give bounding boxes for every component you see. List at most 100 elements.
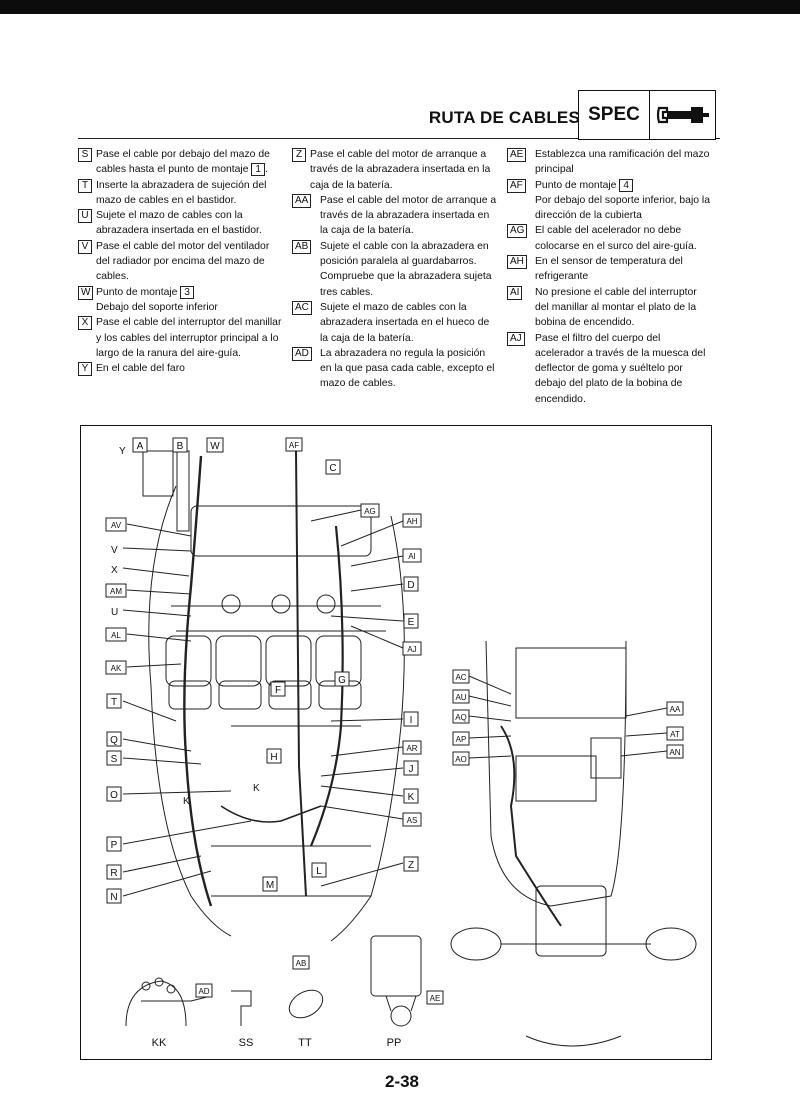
label-ap: AP bbox=[456, 735, 467, 744]
label-ak: AK bbox=[111, 664, 122, 673]
label-au: AU bbox=[455, 693, 466, 702]
label-k: K bbox=[408, 792, 415, 803]
rear-frame-outline bbox=[485, 640, 627, 907]
label-aq: AQ bbox=[455, 713, 467, 722]
battery-box bbox=[515, 647, 627, 719]
page-title: RUTA DE CABLES bbox=[428, 108, 580, 127]
mount-point-number: 4 bbox=[619, 178, 633, 192]
top-black-bar bbox=[0, 0, 800, 14]
label-l: L bbox=[316, 866, 322, 877]
note-text: Inserte la abrazadera de sujeción del ma… bbox=[96, 179, 267, 206]
notes-column-2: Z Pase el cable del motor de arranque a … bbox=[292, 147, 499, 392]
rear-right-labels: AA AT AN bbox=[666, 701, 684, 759]
tail-bottom bbox=[525, 1035, 622, 1047]
label-t: T bbox=[111, 697, 117, 708]
note-z: Z Pase el cable del motor de arranque a … bbox=[292, 147, 499, 193]
label-af: AF bbox=[289, 441, 299, 450]
throttle-lower-3 bbox=[268, 680, 312, 710]
label-m: M bbox=[266, 880, 274, 891]
note-text: Pase el filtro del cuerpo del acelerador… bbox=[535, 332, 706, 405]
mount-point-number: 3 bbox=[180, 285, 194, 299]
note-text: Sujete el mazo de cables con la abrazade… bbox=[320, 301, 490, 344]
top-labels: Y A B W AF C bbox=[119, 437, 341, 475]
throttle-body-3 bbox=[265, 635, 312, 687]
harness-right bbox=[309, 525, 344, 847]
label-an: AN bbox=[669, 748, 680, 757]
injector-2 bbox=[271, 594, 291, 614]
harness-center bbox=[295, 450, 307, 897]
note-text: Sujete el cable con la abrazadera en pos… bbox=[320, 240, 492, 298]
notes-column-1: S Pase el cable por debajo del mazo de c… bbox=[78, 147, 283, 377]
caption-ss: SS bbox=[239, 1037, 254, 1049]
caption-kk: KK bbox=[152, 1037, 167, 1049]
bracket bbox=[176, 450, 190, 532]
throttle-body-2 bbox=[215, 635, 262, 687]
label-aj: AJ bbox=[407, 645, 416, 654]
label-p: P bbox=[111, 840, 118, 851]
mount-point-number: 1 bbox=[251, 163, 265, 177]
note-v: V Pase el cable del motor del ventilador… bbox=[78, 239, 283, 285]
note-ae: AE Establezca una ramificación del mazo … bbox=[507, 147, 712, 178]
label-b: B bbox=[177, 441, 184, 452]
label-ac: AC bbox=[455, 673, 466, 682]
detail-pp-ignition bbox=[370, 935, 422, 997]
label-z: Z bbox=[408, 860, 414, 871]
label-w: W bbox=[210, 441, 220, 452]
harness-branch bbox=[220, 805, 322, 823]
label-av: AV bbox=[111, 521, 122, 530]
note-extra: Por debajo del soporte inferior, bajo la… bbox=[535, 194, 711, 222]
note-ai: AI No presione el cable del interruptor … bbox=[507, 285, 712, 331]
note-text: La abrazadera no regula la posición en l… bbox=[320, 347, 495, 390]
injector-3 bbox=[316, 594, 336, 614]
label-ar: AR bbox=[406, 744, 417, 753]
page-number: 2-38 bbox=[384, 1072, 420, 1091]
note-text: En el cable del faro bbox=[96, 363, 185, 375]
detail-ss-shape bbox=[231, 990, 252, 1026]
caption-pp: PP bbox=[387, 1037, 402, 1049]
label-ad: AD bbox=[198, 987, 209, 996]
label-c: C bbox=[329, 463, 336, 474]
note-ad: AD La abrazadera no regula la posición e… bbox=[292, 346, 499, 392]
connector-block bbox=[590, 737, 622, 779]
note-extra: Debajo del soporte inferior bbox=[96, 301, 218, 313]
tail-light bbox=[535, 885, 607, 957]
frame-right-outline bbox=[330, 515, 405, 942]
note-y: Y En el cable del faro bbox=[78, 361, 283, 377]
note-text: Pase el cable por debajo del mazo de cab… bbox=[96, 149, 270, 176]
label-ao: AO bbox=[455, 755, 467, 764]
rear-harness bbox=[500, 725, 562, 927]
wiring-diagram-figure: AV V X AM U AL AK T Q S O P R N bbox=[80, 425, 712, 1060]
note-text: Pase el cable del motor de arranque a tr… bbox=[320, 194, 497, 237]
left-boxed-labels: AV V X AM U AL AK bbox=[105, 517, 127, 675]
label-ab: AB bbox=[296, 959, 307, 968]
label-r: R bbox=[110, 868, 117, 879]
label-al: AL bbox=[111, 631, 121, 640]
left-plain-labels: T Q S O P R N bbox=[106, 693, 122, 904]
note-text: En el sensor de temperatura del refriger… bbox=[535, 256, 683, 283]
spec-box: SPEC bbox=[578, 90, 716, 140]
label-d: D bbox=[407, 580, 414, 591]
note-text: Pase el cable del interruptor del manill… bbox=[96, 317, 282, 359]
label-f: F bbox=[275, 685, 281, 696]
note-ah: AH En el sensor de temperatura del refri… bbox=[507, 254, 712, 285]
note-ag: AG El cable del acelerador no debe coloc… bbox=[507, 223, 712, 254]
note-s: S Pase el cable por debajo del mazo de c… bbox=[78, 147, 283, 178]
label-s: S bbox=[111, 754, 118, 765]
spec-label: SPEC bbox=[579, 91, 650, 139]
right-labels: AG AH AI D E AJ I AR J K AS Z bbox=[360, 503, 422, 872]
label-at: AT bbox=[670, 730, 680, 739]
note-text: Pase el cable del motor del ventilador d… bbox=[96, 240, 270, 283]
label-q: Q bbox=[110, 735, 118, 746]
note-text: No presione el cable del interruptor del… bbox=[535, 286, 697, 329]
injector-1 bbox=[221, 594, 241, 614]
wiring-diagram: AV V X AM U AL AK T Q S O P R N bbox=[105, 437, 697, 1049]
rear-left-labels: AC AU AQ AP AO bbox=[452, 669, 470, 766]
note-aj: AJ Pase el filtro del cuerpo del acelera… bbox=[507, 331, 712, 407]
label-j: J bbox=[409, 764, 414, 775]
note-text: Sujete el mazo de cables con la abrazade… bbox=[96, 210, 262, 237]
note-x: X Pase el cable del interruptor del mani… bbox=[78, 315, 283, 361]
label-g: G bbox=[338, 675, 346, 686]
title-rule bbox=[78, 138, 720, 139]
throttle-lower-2 bbox=[218, 680, 262, 710]
